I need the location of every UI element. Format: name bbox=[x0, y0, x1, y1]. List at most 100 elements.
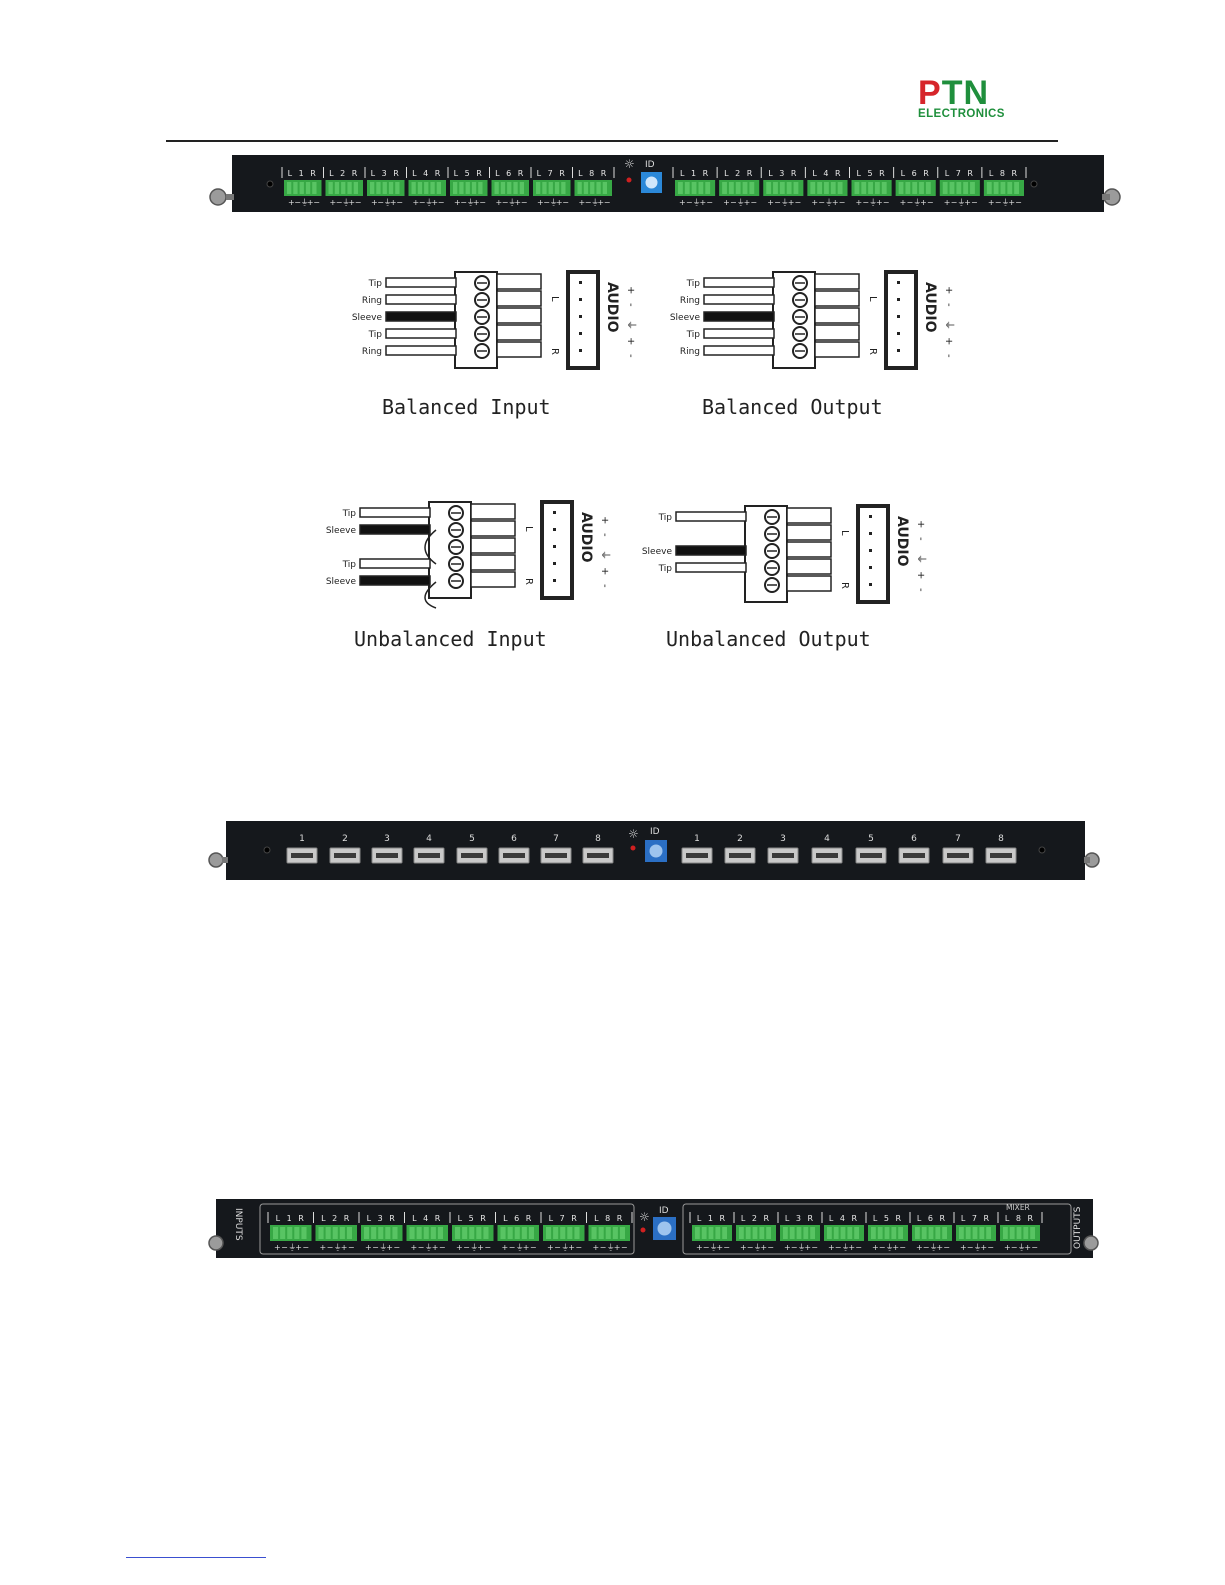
p1-out-terminal-pin[interactable] bbox=[956, 182, 962, 194]
p3-in-terminal-pin[interactable] bbox=[280, 1227, 286, 1239]
p3-in-terminal-pin[interactable] bbox=[500, 1227, 506, 1239]
p1-in-terminal-pin[interactable] bbox=[478, 182, 483, 194]
p3-out-terminal-pin[interactable] bbox=[1016, 1227, 1022, 1239]
p3-out-terminal-pin[interactable] bbox=[871, 1227, 876, 1239]
p3-out-terminal-pin[interactable] bbox=[847, 1227, 853, 1239]
p3-out-terminal-pin[interactable] bbox=[1003, 1227, 1008, 1239]
p3-out-terminal-pin[interactable] bbox=[789, 1227, 795, 1239]
p1-in-terminal-pin[interactable] bbox=[507, 182, 512, 194]
p1-out-terminal-pin[interactable] bbox=[868, 182, 873, 194]
p1-out-terminal-pin[interactable] bbox=[691, 182, 697, 194]
p1-out-terminal-pin[interactable] bbox=[824, 182, 829, 194]
p1-out-terminal-pin[interactable] bbox=[881, 182, 887, 194]
p3-in-terminal-pin[interactable] bbox=[416, 1227, 422, 1239]
p3-out-terminal-pin[interactable] bbox=[827, 1227, 832, 1239]
p1-in-terminal-pin[interactable] bbox=[459, 182, 464, 194]
p1-out-terminal-pin[interactable] bbox=[861, 182, 867, 194]
p1-out-terminal-pin[interactable] bbox=[830, 182, 836, 194]
p3-in-terminal-pin[interactable] bbox=[392, 1227, 398, 1239]
p3-out-terminal-pin[interactable] bbox=[745, 1227, 751, 1239]
p1-out-terminal-pin[interactable] bbox=[749, 182, 755, 194]
p3-out-terminal-pin[interactable] bbox=[986, 1227, 991, 1239]
p3-out-terminal-pin[interactable] bbox=[833, 1227, 839, 1239]
p1-out-terminal-pin[interactable] bbox=[949, 182, 955, 194]
p3-out-terminal-pin[interactable] bbox=[810, 1227, 815, 1239]
p1-out-terminal-pin[interactable] bbox=[1007, 182, 1013, 194]
p1-in-terminal-pin[interactable] bbox=[590, 182, 595, 194]
p3-out-terminal-pin[interactable] bbox=[759, 1227, 765, 1239]
p1-in-terminal-pin[interactable] bbox=[577, 182, 582, 194]
p1-in-terminal-pin[interactable] bbox=[305, 182, 311, 194]
p3-out-terminal-pin[interactable] bbox=[796, 1227, 802, 1239]
p3-out-terminal-pin[interactable] bbox=[942, 1227, 947, 1239]
p1-in-terminal-pin[interactable] bbox=[436, 182, 441, 194]
p1-out-terminal-pin[interactable] bbox=[986, 182, 992, 194]
p3-out-terminal-pin[interactable] bbox=[715, 1227, 721, 1239]
p1-out-terminal-pin[interactable] bbox=[1014, 182, 1019, 194]
p1-in-terminal-pin[interactable] bbox=[328, 182, 333, 194]
p3-in-terminal-pin[interactable] bbox=[619, 1227, 625, 1239]
p3-in-terminal-pin[interactable] bbox=[378, 1227, 384, 1239]
p1-in-terminal-pin[interactable] bbox=[424, 182, 429, 194]
p1-in-terminal-pin[interactable] bbox=[453, 182, 458, 194]
p1-out-terminal-pin[interactable] bbox=[874, 182, 880, 194]
p1-out-terminal-pin[interactable] bbox=[817, 182, 823, 194]
p3-in-terminal-pin[interactable] bbox=[591, 1227, 597, 1239]
p1-out-terminal-pin[interactable] bbox=[793, 182, 799, 194]
p3-in-terminal-pin[interactable] bbox=[612, 1227, 618, 1239]
p1-in-terminal-pin[interactable] bbox=[382, 182, 387, 194]
p3-out-terminal-pin[interactable] bbox=[695, 1227, 700, 1239]
p1-in-terminal-pin[interactable] bbox=[583, 182, 589, 194]
p1-out-terminal-pin[interactable] bbox=[705, 182, 711, 194]
p1-in-terminal-pin[interactable] bbox=[430, 182, 435, 194]
p3-out-terminal-pin[interactable] bbox=[701, 1227, 707, 1239]
p1-out-terminal-pin[interactable] bbox=[970, 182, 975, 194]
p1-out-terminal-pin[interactable] bbox=[742, 182, 748, 194]
p1-out-terminal-pin[interactable] bbox=[837, 182, 843, 194]
p1-in-terminal-pin[interactable] bbox=[471, 182, 477, 194]
p3-out-terminal-pin[interactable] bbox=[898, 1227, 903, 1239]
p3-in-terminal-pin[interactable] bbox=[346, 1227, 352, 1239]
p1-in-terminal-pin[interactable] bbox=[542, 182, 547, 194]
p3-out-terminal-pin[interactable] bbox=[915, 1227, 920, 1239]
p3-out-terminal-pin[interactable] bbox=[840, 1227, 846, 1239]
p1-out-terminal-pin[interactable] bbox=[773, 182, 778, 194]
p3-in-terminal-pin[interactable] bbox=[546, 1227, 552, 1239]
p3-in-terminal-pin[interactable] bbox=[462, 1227, 468, 1239]
p1-in-terminal-pin[interactable] bbox=[554, 182, 560, 194]
p1-out-terminal-pin[interactable] bbox=[963, 182, 969, 194]
p3-in-terminal-pin[interactable] bbox=[332, 1227, 338, 1239]
p3-in-terminal-pin[interactable] bbox=[507, 1227, 513, 1239]
p1-out-terminal-pin[interactable] bbox=[766, 182, 772, 194]
p3-out-terminal-pin[interactable] bbox=[854, 1227, 859, 1239]
p3-out-terminal-pin[interactable] bbox=[1023, 1227, 1029, 1239]
p3-in-terminal-pin[interactable] bbox=[339, 1227, 345, 1239]
p1-out-terminal-pin[interactable] bbox=[779, 182, 785, 194]
p1-in-terminal-pin[interactable] bbox=[293, 182, 298, 194]
p3-out-terminal-pin[interactable] bbox=[979, 1227, 985, 1239]
p3-in-terminal-pin[interactable] bbox=[605, 1227, 611, 1239]
p3-in-terminal-pin[interactable] bbox=[273, 1227, 279, 1239]
p1-in-terminal-pin[interactable] bbox=[370, 182, 375, 194]
p3-in-terminal-pin[interactable] bbox=[430, 1227, 436, 1239]
p1-out-terminal-pin[interactable] bbox=[735, 182, 741, 194]
p3-out-terminal-pin[interactable] bbox=[965, 1227, 971, 1239]
p1-in-terminal-pin[interactable] bbox=[417, 182, 423, 194]
p1-in-terminal-pin[interactable] bbox=[395, 182, 400, 194]
p1-in-terminal-pin[interactable] bbox=[376, 182, 381, 194]
p3-in-terminal-pin[interactable] bbox=[560, 1227, 566, 1239]
p3-out-terminal-pin[interactable] bbox=[884, 1227, 890, 1239]
p1-in-terminal-pin[interactable] bbox=[519, 182, 524, 194]
p1-out-terminal-pin[interactable] bbox=[993, 182, 999, 194]
p1-in-terminal-pin[interactable] bbox=[513, 182, 518, 194]
p3-in-terminal-pin[interactable] bbox=[598, 1227, 604, 1239]
p1-in-terminal-pin[interactable] bbox=[596, 182, 601, 194]
p1-out-terminal-pin[interactable] bbox=[912, 182, 918, 194]
p3-in-terminal-pin[interactable] bbox=[409, 1227, 415, 1239]
p3-out-terminal-pin[interactable] bbox=[921, 1227, 927, 1239]
p3-in-terminal-pin[interactable] bbox=[455, 1227, 461, 1239]
p3-in-terminal-pin[interactable] bbox=[437, 1227, 443, 1239]
p1-out-terminal-pin[interactable] bbox=[728, 182, 734, 194]
p3-in-terminal-pin[interactable] bbox=[294, 1227, 300, 1239]
p3-out-terminal-pin[interactable] bbox=[935, 1227, 941, 1239]
